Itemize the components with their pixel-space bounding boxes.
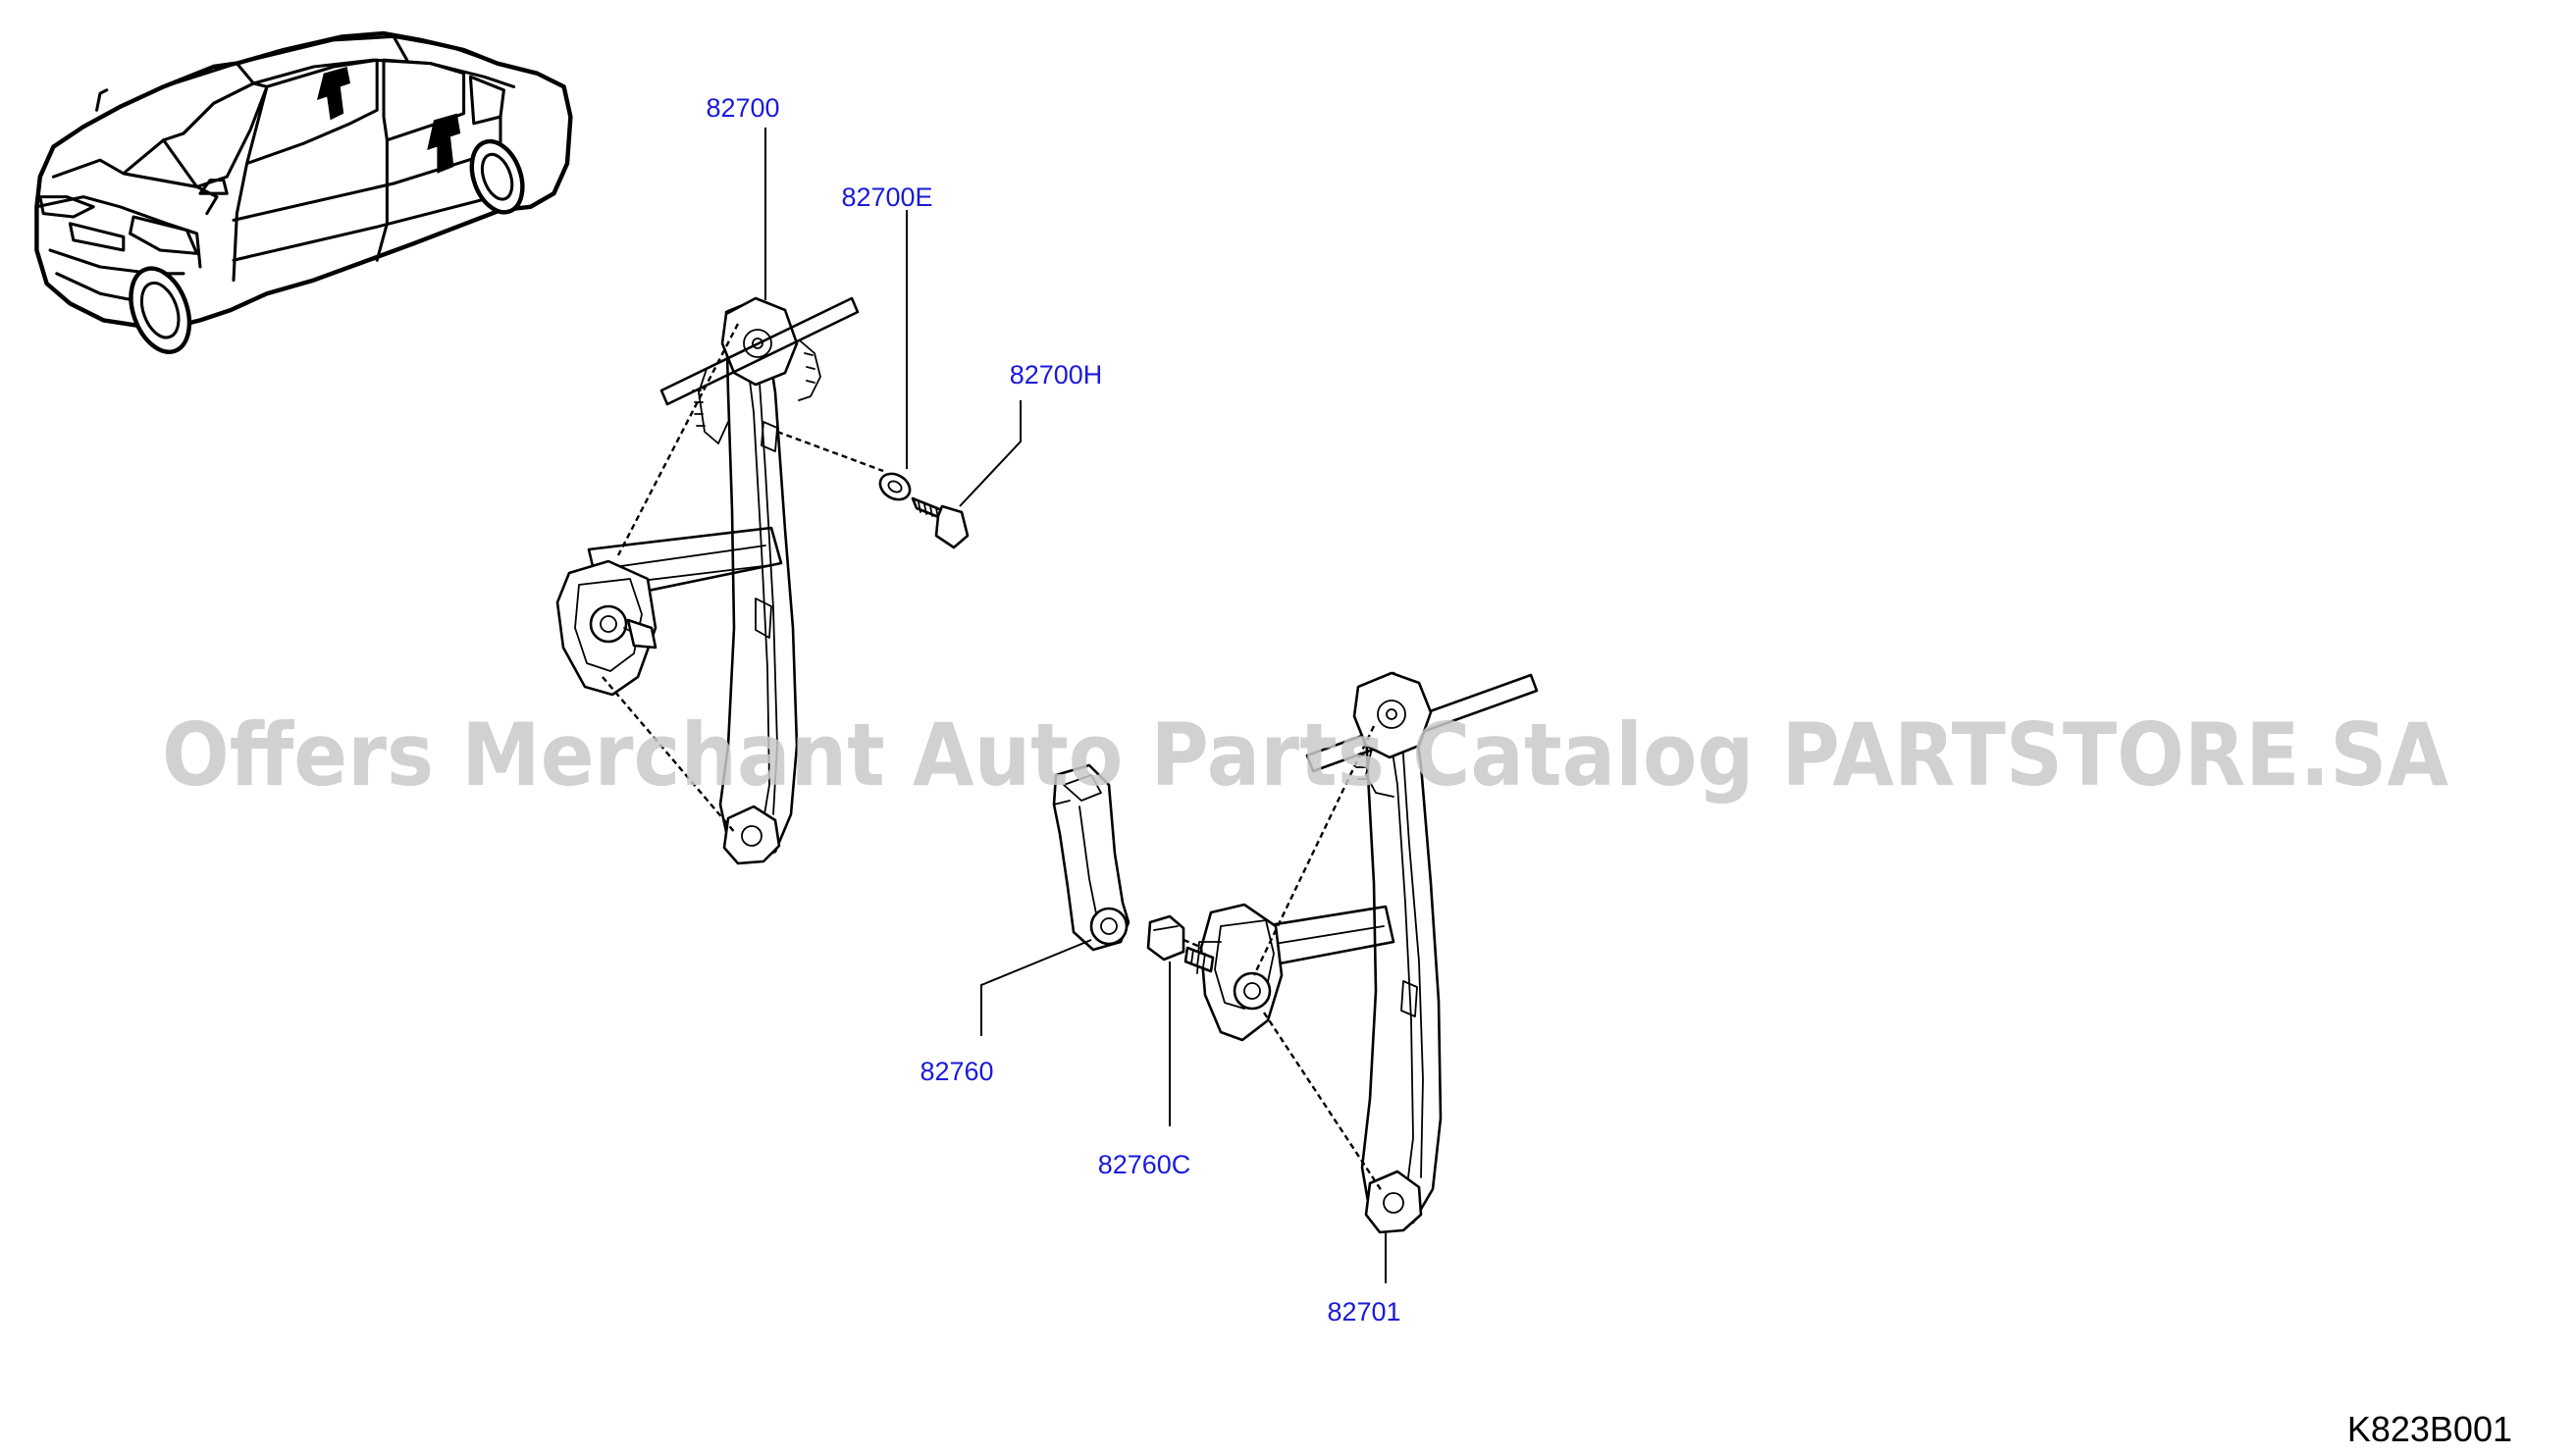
part-label-82701[interactable]: 82701: [1327, 1297, 1400, 1326]
part-label-82760[interactable]: 82760: [920, 1057, 993, 1086]
car-illustration: [34, 30, 573, 354]
part-label-82760C[interactable]: 82760C: [1098, 1150, 1191, 1179]
washer-82700E: [878, 472, 912, 501]
car-highlight-front-regulator: [317, 67, 350, 121]
front-window-regulator: [555, 296, 884, 865]
rear-window-regulator: [1183, 671, 1539, 1234]
watermark: Offers Merchant Auto Parts Catalog PARTS…: [162, 704, 2448, 806]
car-highlight-rear-regulator: [427, 113, 461, 174]
part-label-82700[interactable]: 82700: [706, 93, 779, 123]
diagram-code: K823B001: [2347, 1409, 2512, 1449]
part-label-82700E[interactable]: 82700E: [841, 182, 932, 212]
window-handle: [1052, 763, 1130, 952]
leader-lines: [764, 128, 1387, 1283]
part-label-82700H[interactable]: 82700H: [1010, 360, 1103, 390]
bolt-82700H: [911, 496, 970, 549]
